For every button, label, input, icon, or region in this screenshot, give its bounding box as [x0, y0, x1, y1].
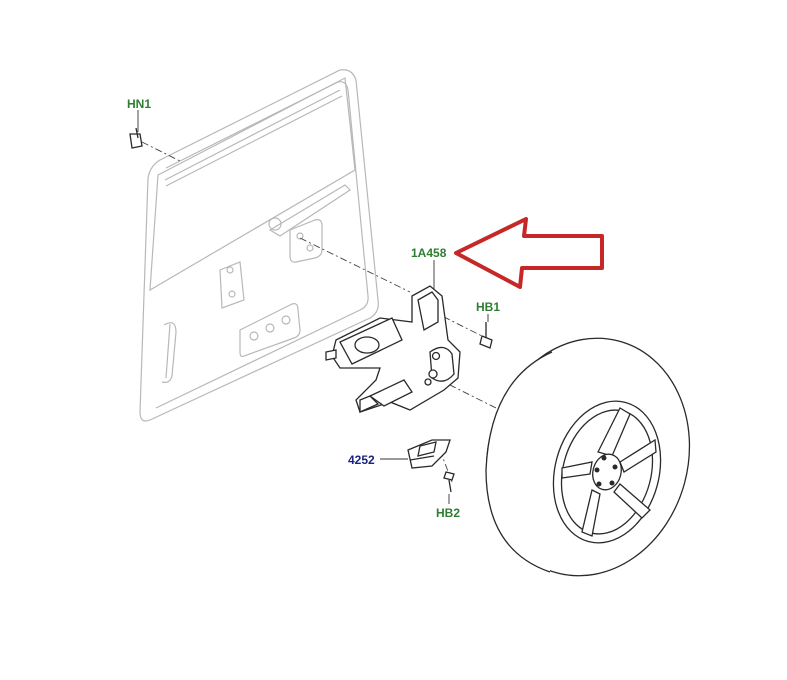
- fastener-hb2-bolt: [443, 471, 455, 493]
- centre-line-mount: [299, 237, 411, 293]
- spare-wheel-bracket: [325, 285, 461, 414]
- red-callout-arrow: [454, 217, 604, 289]
- label-1a458: 1A458: [411, 246, 447, 260]
- part-4252-block: [407, 439, 451, 469]
- spare-wheel: [485, 337, 691, 577]
- label-4252: 4252: [348, 453, 375, 467]
- fastener-hn1-nut: [129, 127, 143, 149]
- centre-line-hb1: [429, 309, 483, 337]
- tailgate-door: [139, 69, 379, 422]
- label-hn1: HN1: [127, 97, 151, 111]
- label-hb2: HB2: [436, 506, 460, 520]
- fastener-hb1-bolt: [479, 322, 493, 349]
- label-hb1: HB1: [476, 300, 500, 314]
